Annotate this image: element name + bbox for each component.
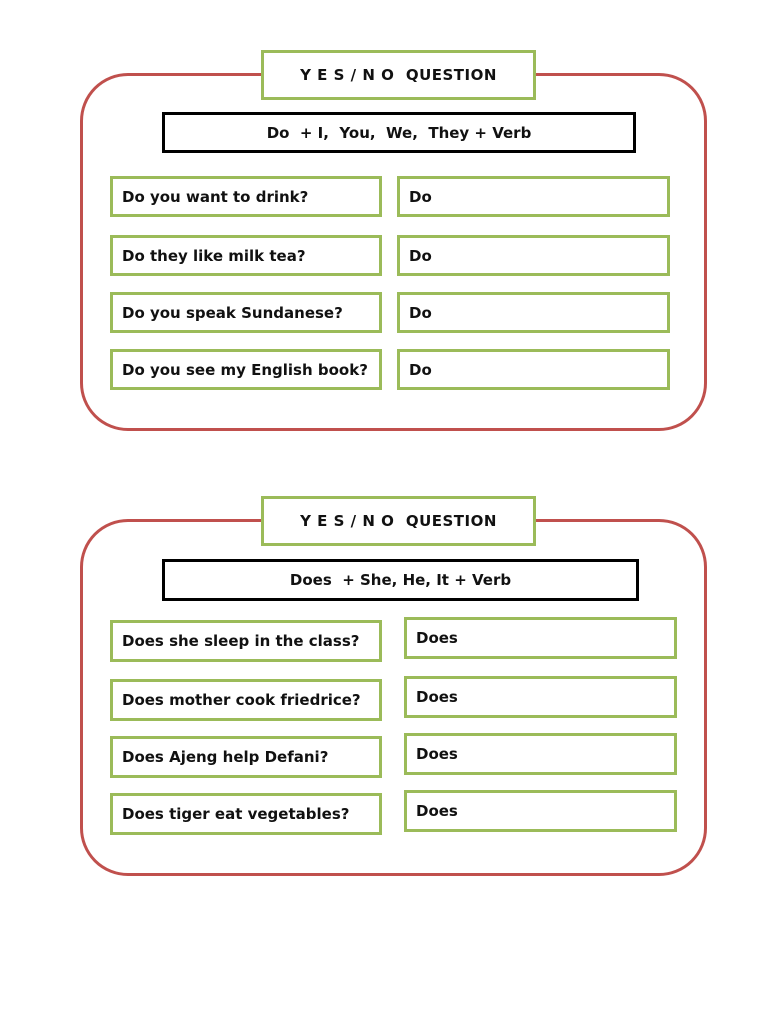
answer-box[interactable]: Do — [397, 349, 670, 390]
section-2-formula-box: Does + She, He, It + Verb — [162, 559, 639, 601]
answer-box[interactable]: Does — [404, 790, 677, 832]
question-box: Do you see my English book? — [110, 349, 382, 390]
question-box: Does she sleep in the class? — [110, 620, 382, 662]
answer-box[interactable]: Does — [404, 676, 677, 718]
question-box: Do you want to drink? — [110, 176, 382, 217]
question-box: Does Ajeng help Defani? — [110, 736, 382, 778]
question-box: Does mother cook friedrice? — [110, 679, 382, 721]
answer-box[interactable]: Do — [397, 176, 670, 217]
section-1-title: Y E S / N O QUESTION — [261, 50, 536, 100]
answer-box[interactable]: Does — [404, 617, 677, 659]
section-1-formula-box: Do + I, You, We, They + Verb — [162, 112, 636, 153]
answer-box[interactable]: Do — [397, 292, 670, 333]
question-box: Do you speak Sundanese? — [110, 292, 382, 333]
answer-box[interactable]: Does — [404, 733, 677, 775]
section-2-title: Y E S / N O QUESTION — [261, 496, 536, 546]
question-box: Do they like milk tea? — [110, 235, 382, 276]
question-box: Does tiger eat vegetables? — [110, 793, 382, 835]
answer-box[interactable]: Do — [397, 235, 670, 276]
